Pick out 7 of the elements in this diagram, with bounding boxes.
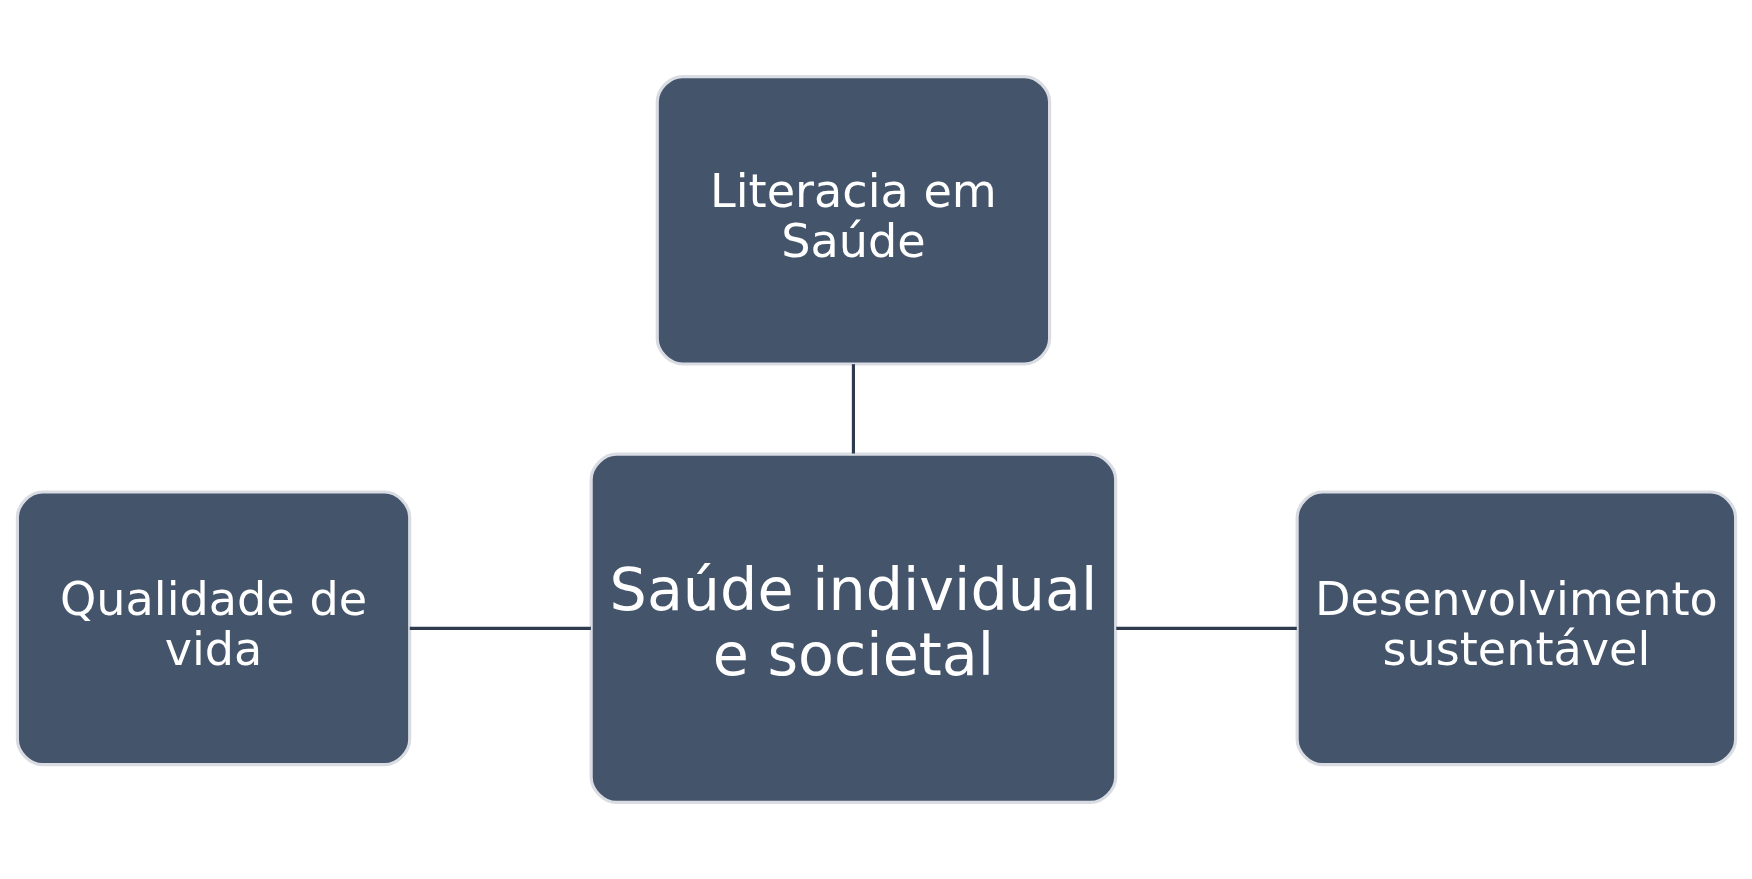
node-box: Desenvolvimento sustentável — [1295, 490, 1737, 767]
connector — [409, 626, 591, 630]
connector — [851, 364, 855, 454]
connector — [1115, 626, 1297, 630]
node-box: Qualidade de vida — [15, 490, 411, 767]
node-box: Saúde individual e societal — [589, 452, 1117, 804]
node-box: Literacia em Saúde — [655, 75, 1051, 366]
